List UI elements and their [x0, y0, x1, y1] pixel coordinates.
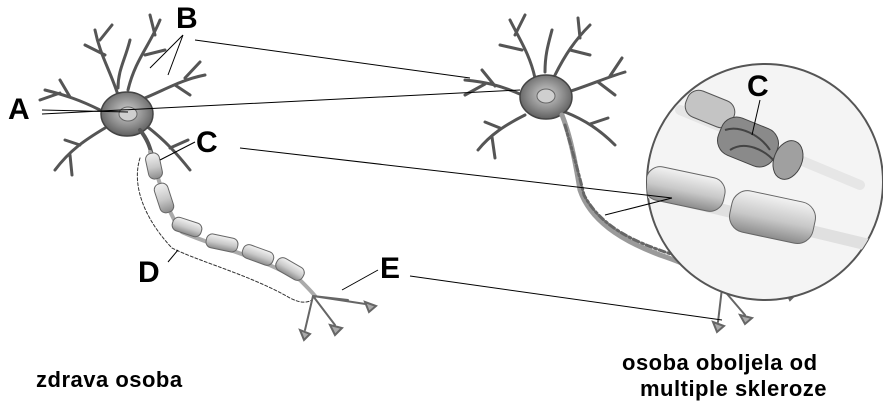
- healthy-axon-terminals: [300, 296, 376, 340]
- label-e: E: [380, 254, 400, 284]
- caption-healthy: zdrava osoba: [36, 369, 183, 391]
- healthy-myelin-sheath: [144, 152, 306, 283]
- leader-B-right: [195, 40, 470, 78]
- leader-E-left: [342, 270, 378, 290]
- label-c-right: C: [747, 72, 769, 102]
- label-a: A: [8, 95, 30, 125]
- ms-nucleus: [537, 89, 555, 103]
- caption-ms-line2: multiple skleroze: [640, 378, 827, 400]
- leader-E-right: [410, 276, 722, 320]
- label-d: D: [138, 258, 160, 288]
- leader-C-right: [240, 148, 672, 215]
- caption-ms-line1: osoba oboljela od: [622, 352, 818, 374]
- healthy-axon-outline: [137, 158, 312, 302]
- leader-B-left: [150, 35, 183, 75]
- label-c-left: C: [196, 128, 218, 158]
- leader-D: [168, 250, 178, 262]
- label-b: B: [176, 4, 198, 34]
- healthy-neuron: [40, 15, 376, 340]
- healthy-axon: [137, 152, 315, 302]
